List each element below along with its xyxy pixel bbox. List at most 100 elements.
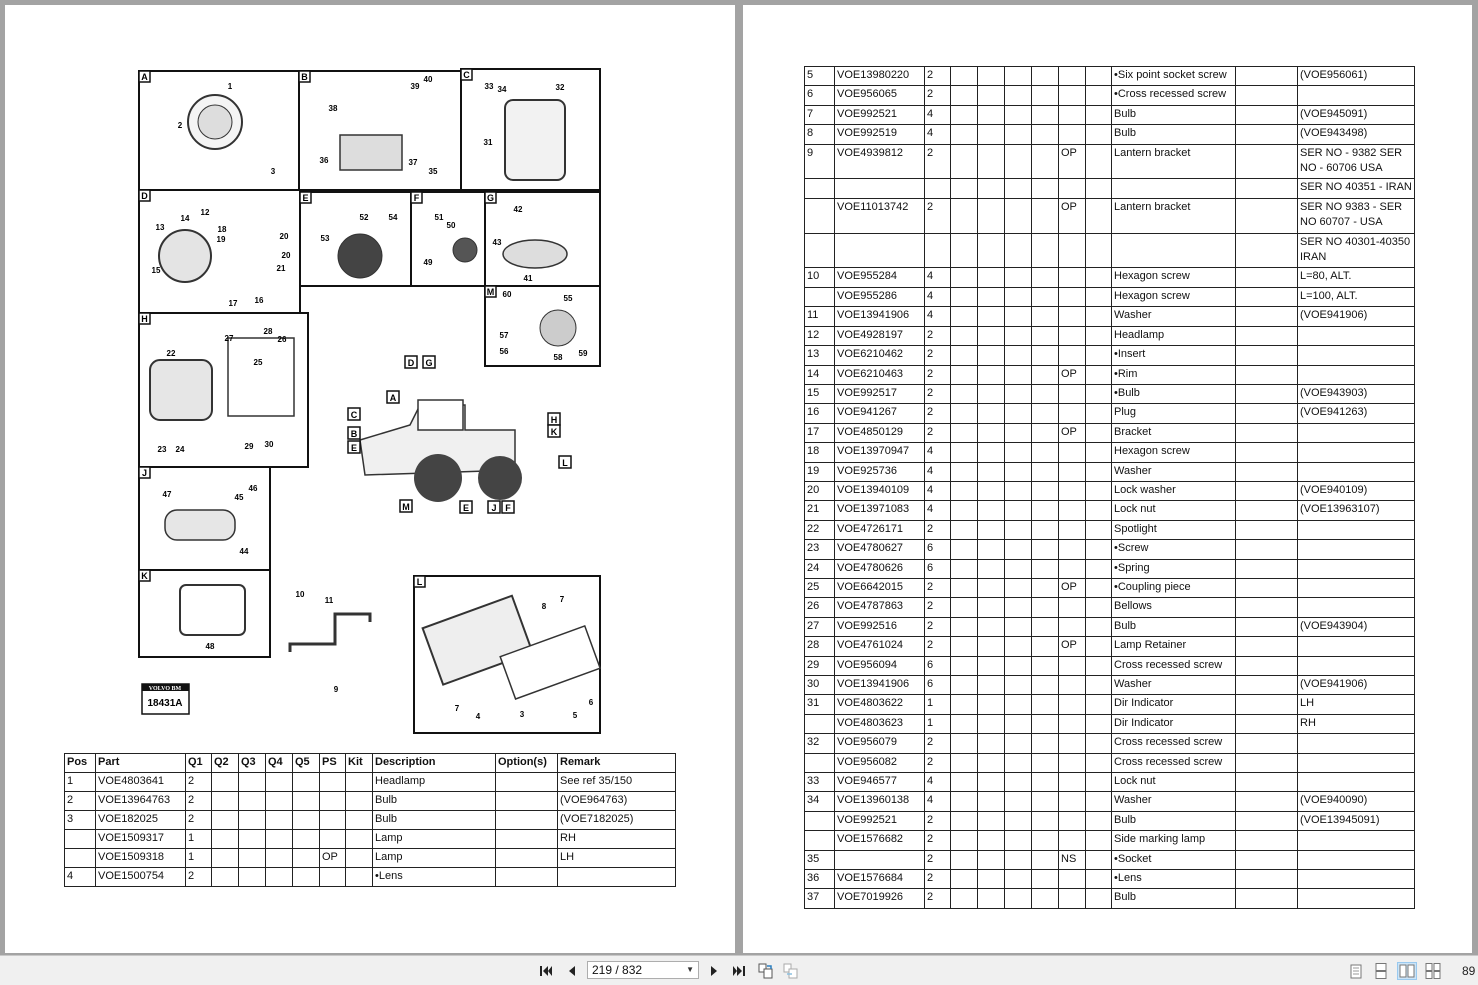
cell-ps xyxy=(1058,178,1086,199)
cell-kit xyxy=(1085,267,1112,288)
cell-remark xyxy=(1297,539,1415,560)
cell-q5 xyxy=(1031,519,1059,541)
last-page-icon xyxy=(733,966,745,976)
cell-ps xyxy=(1058,597,1086,618)
cell-q1: 4 xyxy=(924,104,951,126)
panel-letter-box xyxy=(484,191,497,204)
cell-ps xyxy=(1058,655,1086,677)
cell-pos xyxy=(64,829,96,849)
table-row: SER NO 40351 - IRAN xyxy=(804,178,1415,199)
cell-remark: (VOE13963107) xyxy=(1297,500,1415,521)
cell-q3 xyxy=(238,810,266,830)
callout-number: 43 xyxy=(493,238,502,247)
cell-remark: SER NO 40301-40350 IRAN xyxy=(1297,232,1415,269)
continuous-view-button[interactable] xyxy=(1372,962,1390,980)
callout-number: 12 xyxy=(201,208,210,217)
previous-page-button[interactable] xyxy=(563,962,581,980)
cell-options xyxy=(1235,143,1298,180)
cell-q5 xyxy=(1031,577,1059,599)
zoom-level[interactable]: 89 xyxy=(1462,964,1476,978)
cell-q1: 4 xyxy=(924,286,951,308)
cell-part: VOE1500754 xyxy=(95,867,186,887)
cell-q4 xyxy=(1004,345,1032,366)
cell-q3 xyxy=(238,829,266,849)
cell-remark: RH xyxy=(557,829,676,849)
cell-part: VOE992517 xyxy=(834,383,925,405)
cell-options xyxy=(1235,442,1298,463)
cell-kit xyxy=(1085,830,1112,851)
last-page-button[interactable] xyxy=(730,962,748,980)
cell-kit xyxy=(1085,674,1112,696)
cell-ps: OP xyxy=(1058,364,1086,385)
cell-remark xyxy=(1297,752,1415,774)
first-page-button[interactable] xyxy=(537,962,555,980)
loader-ref-letter: C xyxy=(351,410,358,420)
rotate-button[interactable] xyxy=(757,962,775,980)
panel-letter: M xyxy=(487,287,495,297)
cell-options xyxy=(1235,655,1298,677)
continuous-facing-icon xyxy=(1425,963,1441,979)
cell-kit xyxy=(1085,888,1112,909)
callout-number: 11 xyxy=(325,596,334,605)
cell-q1: 2 xyxy=(924,849,951,871)
cell-remark: RH xyxy=(1297,713,1415,735)
cell-pos: 13 xyxy=(804,345,835,366)
cell-options xyxy=(1235,325,1298,347)
cell-pos: 36 xyxy=(804,869,835,890)
cell-options xyxy=(495,772,558,792)
cell-q2 xyxy=(950,888,978,909)
continuous-facing-view-button[interactable] xyxy=(1424,962,1442,980)
cell-kit xyxy=(1085,143,1112,180)
callout-number: 26 xyxy=(278,335,287,344)
cell-q2 xyxy=(950,733,978,754)
cell-description: Spotlight xyxy=(1111,519,1236,541)
cell-options xyxy=(1235,869,1298,890)
column-header-q1: Q1 xyxy=(185,753,212,773)
cell-options xyxy=(1235,345,1298,366)
single-page-view-button[interactable] xyxy=(1347,962,1365,980)
cell-q5 xyxy=(1031,104,1059,126)
loader-ref-box xyxy=(459,500,473,514)
cell-pos: 16 xyxy=(804,403,835,424)
cell-q3 xyxy=(977,539,1005,560)
cell-q2 xyxy=(950,143,978,180)
cell-kit xyxy=(1085,124,1112,145)
callout-number: 21 xyxy=(277,264,286,273)
callout-number: 29 xyxy=(245,442,254,451)
cell-q3 xyxy=(977,577,1005,599)
cell-ps xyxy=(1058,888,1086,909)
cell-q4 xyxy=(1004,364,1032,385)
cell-part: VOE956094 xyxy=(834,655,925,677)
cell-kit xyxy=(1085,733,1112,754)
cell-remark: (VOE956061) xyxy=(1297,65,1415,87)
column-header-ps: PS xyxy=(319,753,346,773)
cell-q1: 2 xyxy=(924,422,951,444)
cell-description: Dir Indicator xyxy=(1111,713,1236,735)
cell-description: Hexagon screw xyxy=(1111,267,1236,288)
extract-button[interactable] xyxy=(782,962,800,980)
cell-q3 xyxy=(977,888,1005,909)
cell-remark: (VOE964763) xyxy=(557,791,676,811)
facing-view-button[interactable] xyxy=(1397,962,1417,980)
cell-q1: 2 xyxy=(924,810,951,832)
page-number-select[interactable]: 219 / 832▼ xyxy=(587,961,699,979)
grille-drawing xyxy=(179,584,246,636)
cell-q5 xyxy=(292,772,320,792)
diagram-panel-frame xyxy=(410,191,486,287)
panel-letter-box xyxy=(138,569,151,582)
cell-description: •Six point socket screw xyxy=(1111,65,1236,87)
cell-options xyxy=(495,791,558,811)
next-page-button[interactable] xyxy=(705,962,723,980)
cell-pos: 23 xyxy=(804,539,835,560)
cell-ps xyxy=(1058,480,1086,502)
callout-number: 3 xyxy=(520,710,525,719)
cell-part: VOE13971083 xyxy=(834,500,925,521)
